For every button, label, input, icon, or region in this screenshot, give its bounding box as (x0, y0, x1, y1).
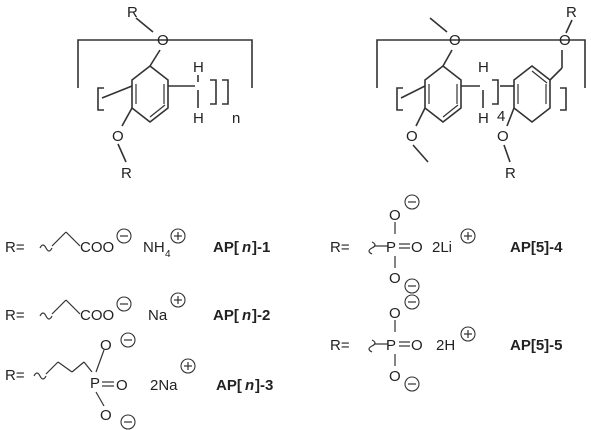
row1-name-n: n (242, 239, 251, 256)
row2-name-b: ]-2 (252, 307, 270, 324)
row3-counter: 2Na (150, 377, 178, 394)
left-o-bot: O (112, 128, 124, 145)
row5-o3: O (389, 368, 401, 385)
row5-o1: O (389, 305, 401, 322)
row5-prefix: R= (330, 337, 350, 354)
row5-p: P (386, 337, 396, 354)
row5-o2: O (411, 337, 423, 354)
row-ap5-5: R= P O O O 2H AP[5]-5 (330, 294, 563, 392)
row4-o3: O (389, 270, 401, 287)
right-o-bot-left: O (406, 128, 418, 145)
row3-o2: O (116, 377, 128, 394)
left-o-top: O (157, 32, 169, 49)
row5-name: AP[5]-5 (510, 337, 563, 354)
row3-p: P (90, 375, 100, 392)
row2-name-n: n (242, 307, 251, 324)
row1-counter: NH (143, 239, 165, 256)
row4-prefix: R= (330, 239, 350, 256)
row2-name-a: AP[ (213, 307, 239, 324)
row1-group: COO (80, 239, 114, 256)
wavy-bond-icon (39, 312, 53, 320)
right-o-top: O (449, 32, 461, 49)
left-r-bot: R (121, 165, 132, 182)
row1-counter-sub: 4 (165, 249, 171, 260)
row3-prefix: R= (5, 367, 25, 384)
wavy-bond-icon (368, 339, 376, 353)
left-r-top: R (127, 4, 138, 21)
row-ap5-4: R= P O O O 2Li AP[5]-4 (330, 194, 563, 294)
right-h-top: H (478, 59, 489, 76)
right-o-bot: O (497, 128, 509, 145)
right-sub-4: 4 (497, 108, 505, 125)
row4-name: AP[5]-4 (510, 239, 563, 256)
right-o-top-right: O (559, 32, 571, 49)
left-h-top: H (193, 59, 204, 76)
row4-p: P (386, 239, 396, 256)
row3-name-n: n (245, 377, 254, 394)
wavy-bond-icon (368, 241, 376, 255)
right-pillararene-structure: O O H H 4 O R O R (376, 4, 586, 182)
row1-prefix: R= (5, 239, 25, 256)
row5-counter: 2H (436, 337, 455, 354)
row3-name-a: AP[ (216, 377, 242, 394)
right-h-bot: H (478, 110, 489, 127)
right-r-bot: R (505, 165, 516, 182)
row2-group: COO (80, 307, 114, 324)
wavy-bond-icon (33, 372, 47, 380)
row3-o3: O (100, 407, 112, 424)
row2-prefix: R= (5, 307, 25, 324)
row2-counter: Na (148, 307, 168, 324)
row-ap-n-1: R= COO NH 4 AP[ n ]-1 (5, 228, 270, 260)
wavy-bond-icon (39, 244, 53, 252)
row-ap-n-2: R= COO Na AP[ n ]-2 (5, 292, 270, 324)
left-h-bot: H (193, 110, 204, 127)
right-r-top: R (566, 4, 577, 21)
row4-o1: O (389, 207, 401, 224)
row4-counter: 2Li (432, 239, 452, 256)
left-monomer-structure: R O H H n O R (77, 4, 253, 182)
row3-o1: O (100, 337, 112, 354)
left-n-sub: n (232, 110, 240, 127)
row1-name-a: AP[ (213, 239, 239, 256)
row3-name-b: ]-3 (255, 377, 273, 394)
row-ap-n-3: R= P O O O 2Na AP[ n ]-3 (5, 332, 273, 430)
row1-name-b: ]-1 (252, 239, 270, 256)
row4-o2: O (411, 239, 423, 256)
